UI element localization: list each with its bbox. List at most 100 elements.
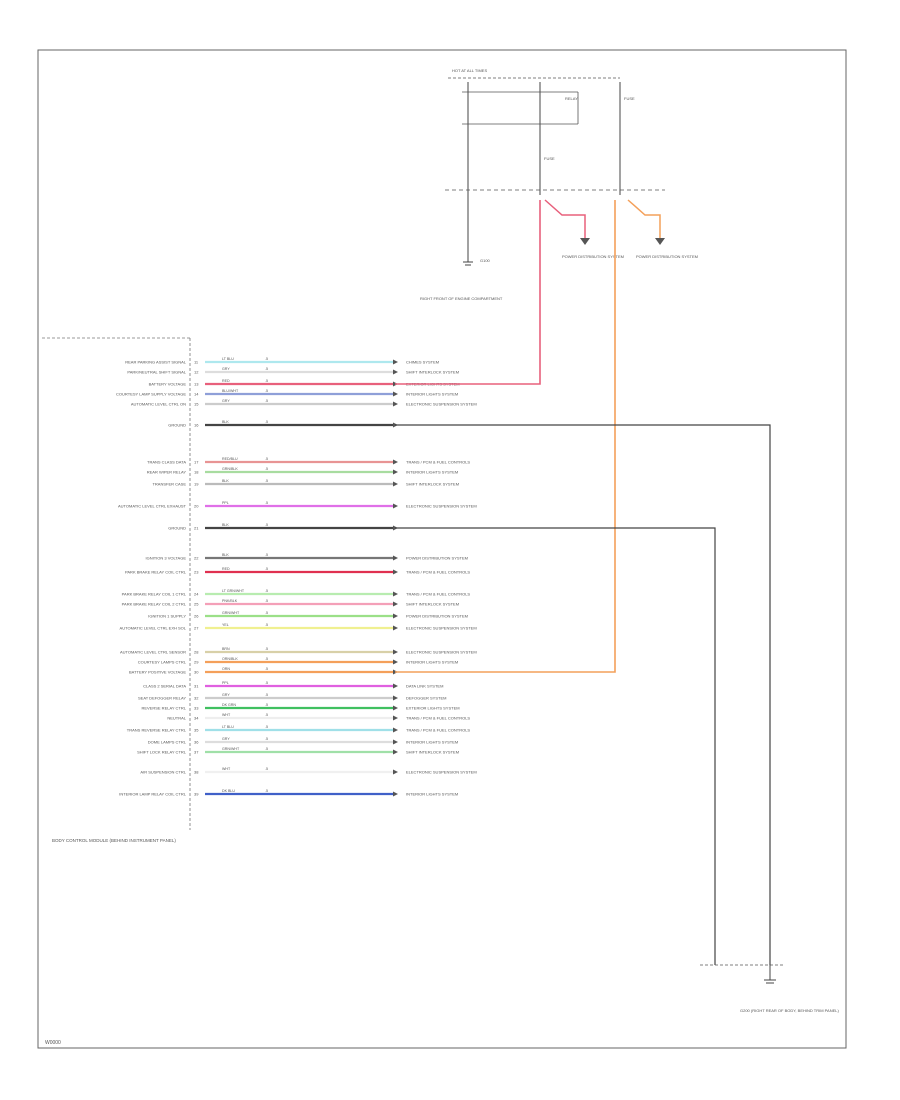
wire-size-label: .5	[265, 367, 268, 371]
pin-number: 18	[194, 470, 199, 475]
wire-color-label: GRN/WHT	[222, 747, 240, 751]
connector-arrow	[393, 613, 398, 619]
pin-function-label: AUTOMATIC LEVEL CTRL EXHAUST	[118, 504, 187, 509]
pin-number: 30	[194, 670, 199, 675]
connector-arrow	[393, 727, 398, 733]
connector-arrow	[393, 683, 398, 689]
module-label: BODY CONTROL MODULE (BEHIND INSTRUMENT P…	[52, 838, 176, 843]
pin-function-label: SHIFT LOCK RELAY CTRL	[137, 750, 187, 755]
fuse-label-2: FUSE	[624, 96, 635, 101]
hot-at-all-times-label: HOT AT ALL TIMES	[452, 68, 487, 73]
pin-function-label: BATTERY VOLTAGE	[149, 382, 187, 387]
pin-number: 33	[194, 706, 199, 711]
wire-size-label: .5	[265, 713, 268, 717]
wire-color-label: PNK/BLK	[222, 599, 238, 603]
pin-function-label: NEUTRAL	[167, 716, 186, 721]
wire-color-label: GRN/WHT	[222, 611, 240, 615]
wire-color-label: WHT	[222, 767, 231, 771]
connector-arrow	[393, 601, 398, 607]
wire-color-label: GRN/BLK	[222, 467, 238, 471]
pin-function-label: PARK BRAKE RELAY COIL 2 CTRL	[122, 602, 187, 607]
pin-function-label: DOME LAMPS CTRL	[148, 740, 187, 745]
destination-label: EXTERIOR LIGHTS SYSTEM	[406, 706, 460, 711]
connector-arrow	[393, 481, 398, 487]
wire-color-label: BLK	[222, 523, 229, 527]
destination-label: INTERIOR LIGHTS SYSTEM	[406, 740, 458, 745]
pin-number: 22	[194, 556, 199, 561]
pin-number: 32	[194, 696, 199, 701]
pin-number: 14	[194, 392, 199, 397]
connector-arrow	[393, 569, 398, 575]
wire-size-label: .5	[265, 457, 268, 461]
pin-function-label: REAR PARKING ASSIST SIGNAL	[125, 360, 187, 365]
wire-color-label: RED/BLU	[222, 457, 238, 461]
pin-number: 15	[194, 402, 199, 407]
pin-function-label: INTERIOR LAMP RELAY COIL CTRL	[119, 792, 187, 797]
wire-size-label: .5	[265, 693, 268, 697]
pin-number: 13	[194, 382, 199, 387]
connector-arrow	[393, 739, 398, 745]
pin-function-label: AIR SUSPENSION CTRL	[140, 770, 186, 775]
destination-label: ELECTRONIC SUSPENSION SYSTEM	[406, 770, 477, 775]
pin-function-label: BATTERY POSITIVE VOLTAGE	[129, 670, 186, 675]
wire-size-label: .5	[265, 389, 268, 393]
wire-color-label: RED	[222, 567, 230, 571]
wire-size-label: .5	[265, 523, 268, 527]
diagram-frame	[37, 49, 847, 1049]
wire-color-label: ORN	[222, 667, 230, 671]
power-dist-label-1: POWER DISTRIBUTION SYSTEM	[562, 254, 624, 259]
pin-function-label: COURTESY LAMPS CTRL	[138, 660, 187, 665]
wire-color-label: LT BLU	[222, 357, 234, 361]
pin-function-label: IGNITION 1 SUPPLY	[148, 614, 186, 619]
pin-number: 20	[194, 504, 199, 509]
bottom-ground: G200 (RIGHT REAR OF BODY, BEHIND TRIM PA…	[700, 964, 840, 1013]
wire-color-label: BLK	[222, 479, 229, 483]
wire-color-label: PPL	[222, 501, 229, 505]
wire-color-label: LT BLU	[222, 725, 234, 729]
pin-number: 29	[194, 660, 199, 665]
destination-label: TRANS / PCM & FUEL CONTROLS	[406, 570, 470, 575]
power-dist-label-2: POWER DISTRIBUTION SYSTEM	[636, 254, 698, 259]
fuse-label-1: FUSE	[544, 156, 555, 161]
destination-label: POWER DISTRIBUTION SYSTEM	[406, 614, 468, 619]
wire-color-label: GRY	[222, 367, 230, 371]
destination-label: INTERIOR LIGHTS SYSTEM	[406, 392, 458, 397]
pin-function-label: GROUND	[168, 423, 186, 428]
wire-size-label: .5	[265, 767, 268, 771]
wire-color-label: DK BLU	[222, 789, 235, 793]
destination-label: ELECTRONIC SUSPENSION SYSTEM	[406, 626, 477, 631]
wire-size-label: .5	[265, 567, 268, 571]
pin-function-label: CLASS 2 SERIAL DATA	[143, 684, 186, 689]
wire-size-label: .5	[265, 357, 268, 361]
connector-arrow	[393, 715, 398, 721]
pin-function-label: TRANSFER CASE	[152, 482, 186, 487]
destination-label: SHIFT INTERLOCK SYSTEM	[406, 482, 459, 487]
pin-number: 24	[194, 592, 199, 597]
pin-number: 19	[194, 482, 199, 487]
pin-number: 37	[194, 750, 199, 755]
pin-number: 27	[194, 626, 199, 631]
wire-size-label: .5	[265, 501, 268, 505]
wire-size-label: .5	[265, 467, 268, 471]
destination-label: SHIFT INTERLOCK SYSTEM	[406, 602, 459, 607]
battery-feed-wire	[395, 200, 541, 385]
pin-number: 17	[194, 460, 199, 465]
wire-size-label: .5	[265, 479, 268, 483]
wire-size-label: .5	[265, 553, 268, 557]
wire-color-label: GRY	[222, 737, 230, 741]
wire-size-label: .5	[265, 647, 268, 651]
